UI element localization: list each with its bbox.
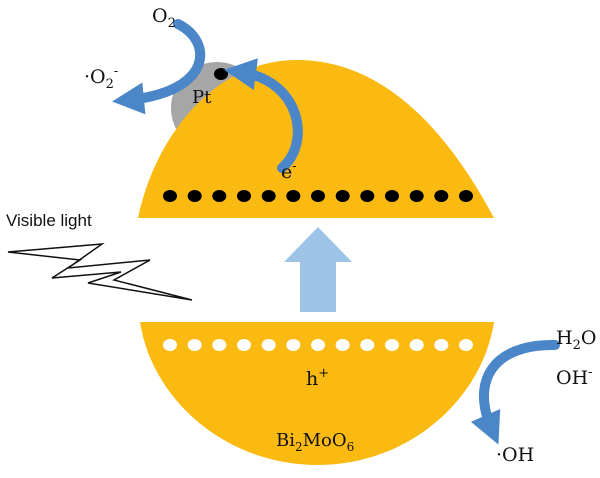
electron-dot bbox=[385, 190, 399, 202]
hole-dot bbox=[459, 339, 473, 351]
visible-light-label: Visible light bbox=[6, 211, 92, 230]
hole-dot bbox=[212, 339, 227, 351]
electron-label: e- bbox=[281, 159, 297, 183]
electron-row bbox=[163, 190, 473, 202]
pt-electron bbox=[214, 68, 228, 80]
electron-transfer-arrow-icon bbox=[224, 58, 303, 173]
hole-label: h+ bbox=[306, 366, 329, 390]
electron-dot bbox=[261, 190, 276, 202]
oxidation-arrow-icon bbox=[470, 339, 560, 445]
electron-dot bbox=[212, 190, 227, 202]
hydroxide-label: OH- bbox=[556, 365, 593, 389]
hole-dot bbox=[311, 339, 325, 351]
up-arrow-icon bbox=[284, 227, 352, 312]
hole-dot bbox=[286, 339, 301, 351]
h2o-label: H2O bbox=[556, 327, 596, 353]
electron-dot bbox=[335, 190, 350, 202]
hole-dot bbox=[261, 339, 276, 351]
catalyst-label: Bi2MoO6 bbox=[276, 430, 354, 454]
electron-dot bbox=[409, 190, 424, 202]
o2-label: O2 bbox=[152, 5, 176, 31]
hole-dot bbox=[360, 339, 375, 351]
electron-dot bbox=[163, 190, 177, 202]
hole-row bbox=[163, 339, 473, 351]
electron-dot bbox=[434, 190, 449, 202]
hole-dot bbox=[187, 339, 202, 351]
electron-dot bbox=[237, 190, 251, 202]
hole-dot bbox=[385, 339, 399, 351]
hole-dot bbox=[163, 339, 177, 351]
hydroxyl-radical-label: ·OH bbox=[496, 444, 534, 466]
pt-label: Pt bbox=[192, 87, 212, 108]
lightning-bolt-icon bbox=[7, 243, 193, 301]
superoxide-label: ·O2- bbox=[84, 64, 118, 92]
electron-dot bbox=[459, 190, 473, 202]
hole-dot bbox=[237, 339, 251, 351]
hole-dot bbox=[335, 339, 350, 351]
hole-dot bbox=[434, 339, 449, 351]
valence-band bbox=[140, 322, 494, 465]
conduction-band bbox=[138, 60, 494, 218]
hole-dot bbox=[409, 339, 424, 351]
electron-dot bbox=[311, 190, 325, 202]
electron-dot bbox=[286, 190, 301, 202]
oxygen-reduction-arrow-icon bbox=[112, 19, 206, 115]
electron-dot bbox=[360, 190, 375, 202]
electron-dot bbox=[187, 190, 202, 202]
